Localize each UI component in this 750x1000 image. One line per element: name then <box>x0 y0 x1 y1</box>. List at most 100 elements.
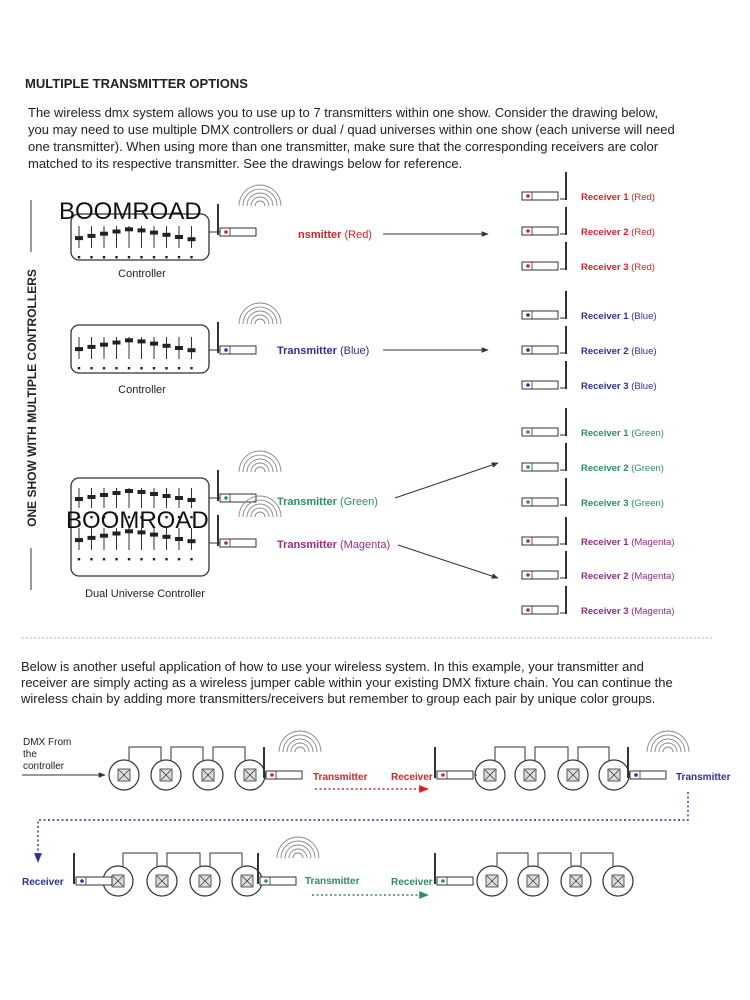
dmx-link <box>170 746 204 760</box>
controller-body <box>70 213 210 261</box>
fader-led <box>165 558 168 561</box>
fixture-mark <box>118 769 130 781</box>
status-led-icon <box>526 313 530 317</box>
fixture-mark <box>199 875 211 887</box>
status-led-icon <box>526 573 530 577</box>
fixture-mark <box>612 875 624 887</box>
dongle-body <box>219 345 257 355</box>
fader-knob <box>137 339 146 344</box>
receiver-label: Receiver 1 (Green) <box>581 428 664 439</box>
dmx-link <box>534 746 569 760</box>
fader-led <box>90 516 93 519</box>
dmx-link <box>209 852 243 866</box>
fader-led <box>102 516 106 519</box>
signal-wave-icon <box>292 852 304 859</box>
signal-wave-icon <box>238 495 282 518</box>
receiver-label: Receiver 1 (Magenta) <box>581 537 675 548</box>
fader-led <box>127 367 131 370</box>
dmx-link <box>496 852 529 866</box>
signal-wave-icon <box>250 314 270 325</box>
transmitter-label: nsmitter (Red) <box>298 229 372 241</box>
fader-knob <box>100 231 108 236</box>
signal-wave-icon <box>246 310 274 325</box>
lower-line: Below is another useful application of h… <box>21 659 644 674</box>
status-led-icon <box>80 879 84 883</box>
signal-wave-icon <box>250 196 270 207</box>
receiver-label: Receiver 2 (Green) <box>581 463 664 474</box>
dongle-body <box>259 876 297 886</box>
dmx-link <box>580 852 614 866</box>
fader-knob <box>187 539 196 544</box>
receiver-label: Receiver 2 (Blue) <box>581 346 657 357</box>
controller-body <box>70 324 210 374</box>
signal-wave-icon <box>294 746 306 753</box>
signal-wave-icon <box>276 836 320 859</box>
status-led-icon <box>224 496 228 500</box>
signal-wave-icon <box>242 306 278 325</box>
fader-led <box>102 256 106 259</box>
fader-led <box>140 256 143 259</box>
lower-paragraph: Below is another useful application of h… <box>21 659 673 707</box>
dongle-body <box>521 570 559 580</box>
signal-wave-icon <box>242 188 278 207</box>
fixture-mark <box>486 875 498 887</box>
side-label: ONE SHOW WITH MULTIPLE CONTROLLERS <box>25 269 39 527</box>
fader-led <box>90 256 93 259</box>
dmx-source-line: DMX From <box>23 737 71 748</box>
signal-wave-icon <box>290 742 310 753</box>
dongle-body <box>521 261 559 271</box>
status-led-icon <box>526 539 530 543</box>
signal-wave-icon <box>238 184 282 207</box>
fader-led <box>90 367 93 370</box>
chain-transmitter-green: Transmitter <box>305 876 360 887</box>
signal-wave-icon <box>242 454 278 473</box>
fader-led <box>77 558 81 561</box>
status-led-icon <box>224 348 228 352</box>
dmx-link <box>537 852 572 866</box>
chain-receiver-red: Receiver <box>391 772 433 783</box>
dongle-body <box>521 497 559 507</box>
fader-led <box>190 558 193 561</box>
status-led-icon <box>526 264 530 268</box>
fader-knob <box>125 529 133 534</box>
dongle-body <box>265 770 303 780</box>
fader-knob <box>100 342 108 347</box>
fader-knob <box>112 229 121 234</box>
dongle-body <box>521 345 559 355</box>
intro-line: matched to its respective transmitter. S… <box>28 156 463 171</box>
status-led-icon <box>270 773 274 777</box>
fader-led <box>115 367 118 370</box>
status-led-icon <box>526 430 530 434</box>
fader-knob <box>162 534 171 539</box>
signal-wave-icon <box>246 458 274 473</box>
dmx-source-line: controller <box>23 761 65 772</box>
signal-wave-icon <box>254 466 266 473</box>
lower-line: wireless chain by adding more transmitte… <box>21 691 656 706</box>
receiver-label: Receiver 1 (Blue) <box>581 311 657 322</box>
signal-wave-icon <box>250 507 270 518</box>
fader-knob <box>112 340 121 345</box>
signal-wave-icon <box>650 734 686 753</box>
fader-led <box>77 516 81 519</box>
dmx-source-line: the <box>23 749 37 760</box>
fader-led <box>152 367 156 370</box>
signal-wave-icon <box>254 511 266 518</box>
chain-receiver-blue: Receiver <box>22 877 64 888</box>
signal-wave-icon <box>286 738 314 753</box>
signal-wave-icon <box>284 844 312 859</box>
fader-knob <box>87 535 96 540</box>
fader-knob <box>100 493 108 497</box>
fixture-mark <box>202 769 214 781</box>
fixture-mark <box>567 769 579 781</box>
transmitter-label: Transmitter (Magenta) <box>277 539 390 551</box>
dmx-link <box>494 746 526 760</box>
dongle-body <box>521 427 559 437</box>
receiver-label: Receiver 1 (Red) <box>581 192 655 203</box>
dongle-body <box>436 876 474 886</box>
signal-wave-icon <box>238 302 282 325</box>
fader-led <box>102 367 106 370</box>
signal-wave-icon <box>662 746 674 753</box>
fader-knob <box>112 531 121 536</box>
fader-led <box>177 256 181 259</box>
